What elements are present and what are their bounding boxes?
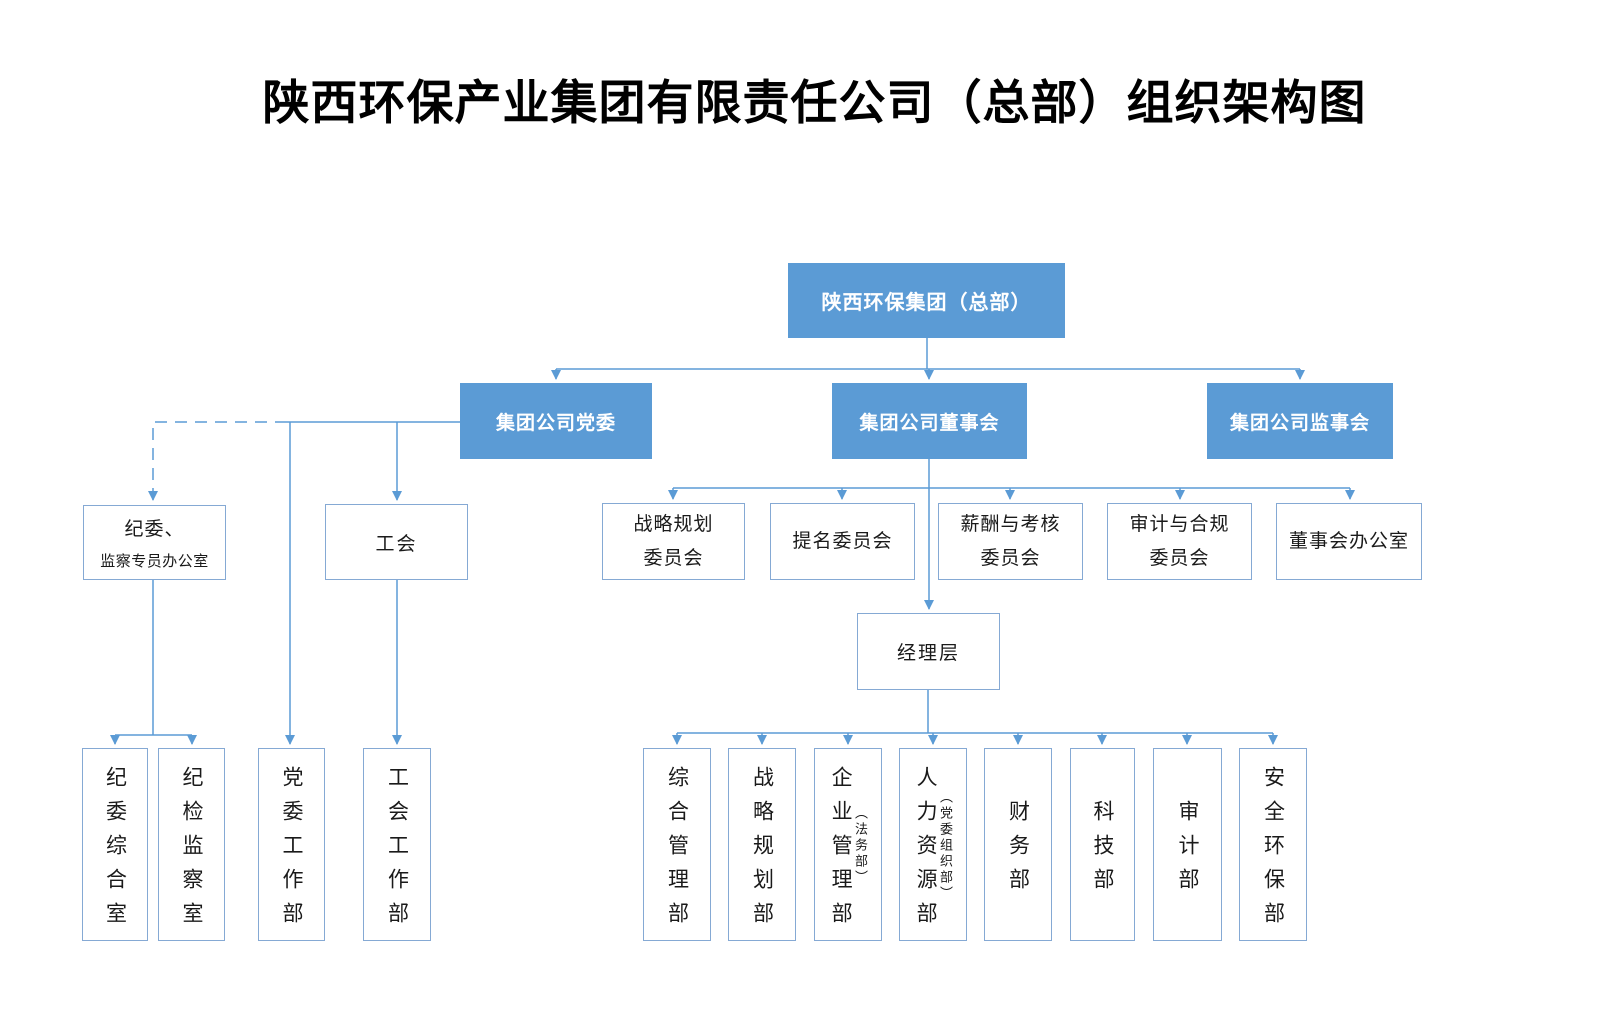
committee-line: 委员会 (1149, 547, 1210, 569)
vertical-label: 科技部 (1091, 800, 1115, 902)
org-node-dept-technology: 科技部 (1070, 748, 1135, 941)
vertical-sub-label: （党委组织部） (938, 790, 954, 902)
org-node-supervisory-board: 集团公司监事会 (1207, 383, 1393, 459)
discipline-line2: 监察专员办公室 (100, 553, 209, 570)
vertical-label: 工会工作部 (385, 766, 409, 936)
org-node-dept-human-resources: 人力资源部 （党委组织部） (899, 748, 967, 941)
org-node-discipline-office: 纪委、 监察专员办公室 (83, 505, 226, 580)
committee-line: 薪酬与考核 (960, 513, 1061, 535)
committee-line: 委员会 (980, 547, 1041, 569)
org-node-management-layer: 经理层 (857, 613, 1000, 690)
org-node-party-work-dept: 党委工作部 (258, 748, 325, 941)
org-node-committee-audit-compliance: 审计与合规 委员会 (1107, 503, 1252, 580)
vertical-label: 纪检监察室 (180, 766, 204, 936)
org-node-discipline-general-office: 纪委综合室 (82, 748, 148, 941)
labor-union-label: 工会 (375, 533, 418, 555)
org-node-party-committee: 集团公司党委 (460, 383, 652, 459)
committee-line: 提名委员会 (792, 530, 893, 552)
org-node-supervisory-label: 集团公司监事会 (1229, 412, 1370, 434)
chart-title: 陕西环保产业集团有限责任公司（总部）组织架构图 (262, 78, 1367, 130)
vertical-label: 纪委综合室 (103, 766, 127, 936)
org-node-dept-general-admin: 综合管理部 (643, 748, 711, 941)
org-node-committee-nomination: 提名委员会 (770, 503, 915, 580)
committee-line: 委员会 (643, 547, 704, 569)
org-node-dept-safety-environment: 安全环保部 (1239, 748, 1307, 941)
vertical-label: 企业管理部 (829, 766, 853, 936)
org-node-party-committee-label: 集团公司党委 (495, 412, 616, 434)
management-layer-label: 经理层 (896, 643, 960, 664)
org-node-board-label: 集团公司董事会 (859, 412, 1000, 434)
vertical-label: 财务部 (1006, 800, 1030, 902)
vertical-label: 人力资源部 (914, 766, 938, 936)
org-node-union-work-dept: 工会工作部 (363, 748, 431, 941)
org-node-labor-union: 工会 (325, 504, 468, 580)
org-node-dept-enterprise-mgmt-legal: 企业管理部 （法务部） (814, 748, 882, 941)
vertical-label: 战略规划部 (750, 766, 774, 936)
org-node-dept-audit: 审计部 (1153, 748, 1222, 941)
org-node-board-of-directors: 集团公司董事会 (832, 383, 1027, 459)
committee-line: 董事会办公室 (1288, 530, 1409, 552)
org-node-committee-compensation-assessment: 薪酬与考核 委员会 (938, 503, 1083, 580)
org-node-discipline-inspection-office: 纪检监察室 (158, 748, 225, 941)
org-node-committee-strategy-planning: 战略规划 委员会 (602, 503, 745, 580)
discipline-line1: 纪委、 (124, 519, 185, 540)
org-node-dept-strategy-planning: 战略规划部 (728, 748, 796, 941)
vertical-label: 安全环保部 (1261, 766, 1285, 936)
vertical-label: 党委工作部 (280, 766, 304, 936)
committee-line: 审计与合规 (1129, 513, 1230, 535)
committee-line: 战略规划 (633, 513, 714, 535)
vertical-sub-label: （法务部） (853, 806, 869, 886)
vertical-label: 综合管理部 (665, 766, 689, 936)
org-node-root-label: 陕西环保集团（总部） (821, 292, 1032, 314)
org-node-dept-finance: 财务部 (984, 748, 1052, 941)
org-node-board-office: 董事会办公室 (1276, 503, 1422, 580)
vertical-label: 审计部 (1176, 800, 1200, 902)
org-node-root: 陕西环保集团（总部） (788, 263, 1065, 338)
